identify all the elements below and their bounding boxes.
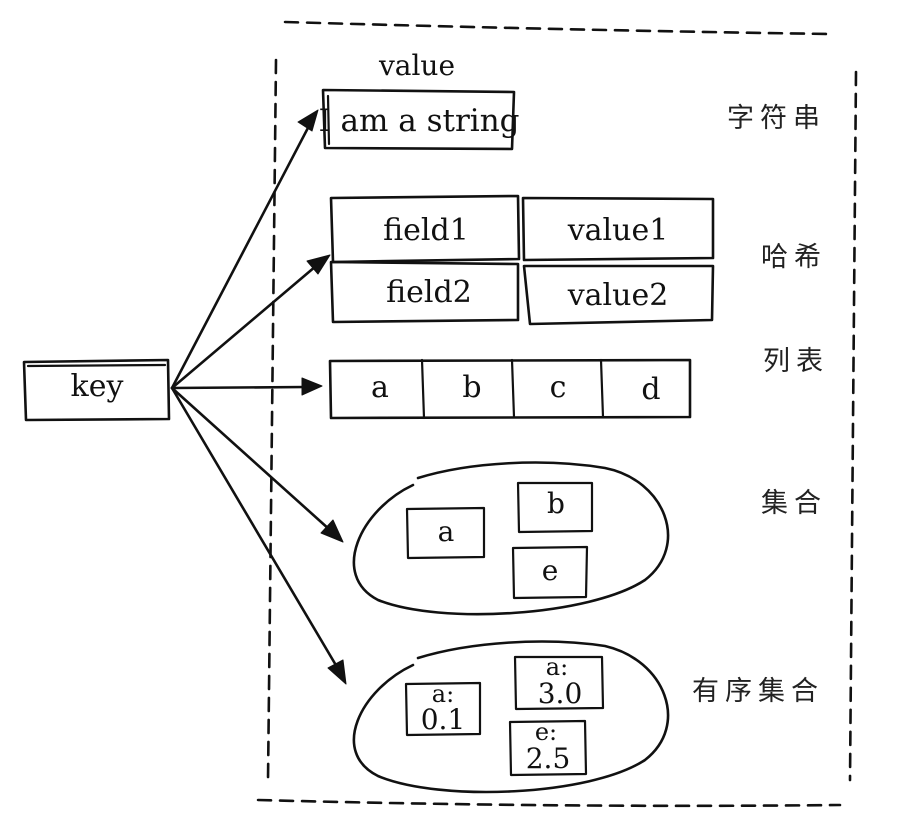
arrow-to-hash-head	[306, 254, 331, 275]
set-node: a b e 集合	[352, 461, 827, 616]
zset-member-1-score: 0.1	[421, 703, 466, 736]
zset-node: a: 0.1 a: 3.0 e: 2.5 有序集合	[352, 640, 824, 794]
hash-field-1: field1	[383, 213, 469, 248]
key-node: key	[22, 358, 171, 422]
set-member-3: e	[542, 554, 559, 587]
string-node: value I am a string 字符串	[318, 49, 826, 151]
string-caption: value	[378, 49, 455, 82]
arrow-to-list-head	[301, 377, 323, 396]
arrow-to-string-head	[297, 109, 319, 132]
hash-type-label: 哈希	[761, 242, 827, 273]
list-item-1: a	[371, 370, 389, 405]
arrow-to-zset-head	[327, 659, 347, 685]
arrow-to-set	[170, 386, 332, 532]
hash-value-2: value2	[567, 278, 669, 313]
zset-member-2-name: a:	[546, 653, 568, 681]
list-type-label: 列表	[763, 346, 829, 377]
hash-field-2: field2	[386, 275, 472, 310]
arrow-to-list	[170, 385, 308, 390]
list-item-2: b	[462, 370, 481, 405]
arrow-to-zset	[170, 386, 339, 669]
string-type-label: 字符串	[727, 103, 826, 134]
arrow-to-hash	[170, 264, 318, 390]
zset-member-1-name: a:	[432, 680, 454, 708]
zset-member-2-score: 3.0	[538, 677, 583, 710]
zset-type-label: 有序集合	[692, 676, 824, 707]
list-item-4: d	[641, 372, 660, 407]
list-node: a b c d 列表	[328, 346, 829, 420]
set-member-1: a	[438, 515, 455, 548]
hash-value-1: value1	[567, 213, 669, 248]
zset-member-3-name: e:	[535, 718, 557, 746]
hash-node: field1 value1 field2 value2 哈希	[329, 194, 827, 326]
dashed-region	[256, 20, 858, 808]
key-label: key	[71, 369, 124, 404]
arrow-to-string	[170, 122, 312, 390]
list-item-3: c	[550, 370, 567, 405]
string-value: I am a string	[318, 103, 519, 139]
arrow-to-set-head	[320, 519, 344, 543]
arrows	[170, 109, 347, 685]
set-member-2: b	[547, 487, 565, 520]
set-type-label: 集合	[761, 488, 827, 519]
zset-member-3-score: 2.5	[526, 742, 571, 775]
